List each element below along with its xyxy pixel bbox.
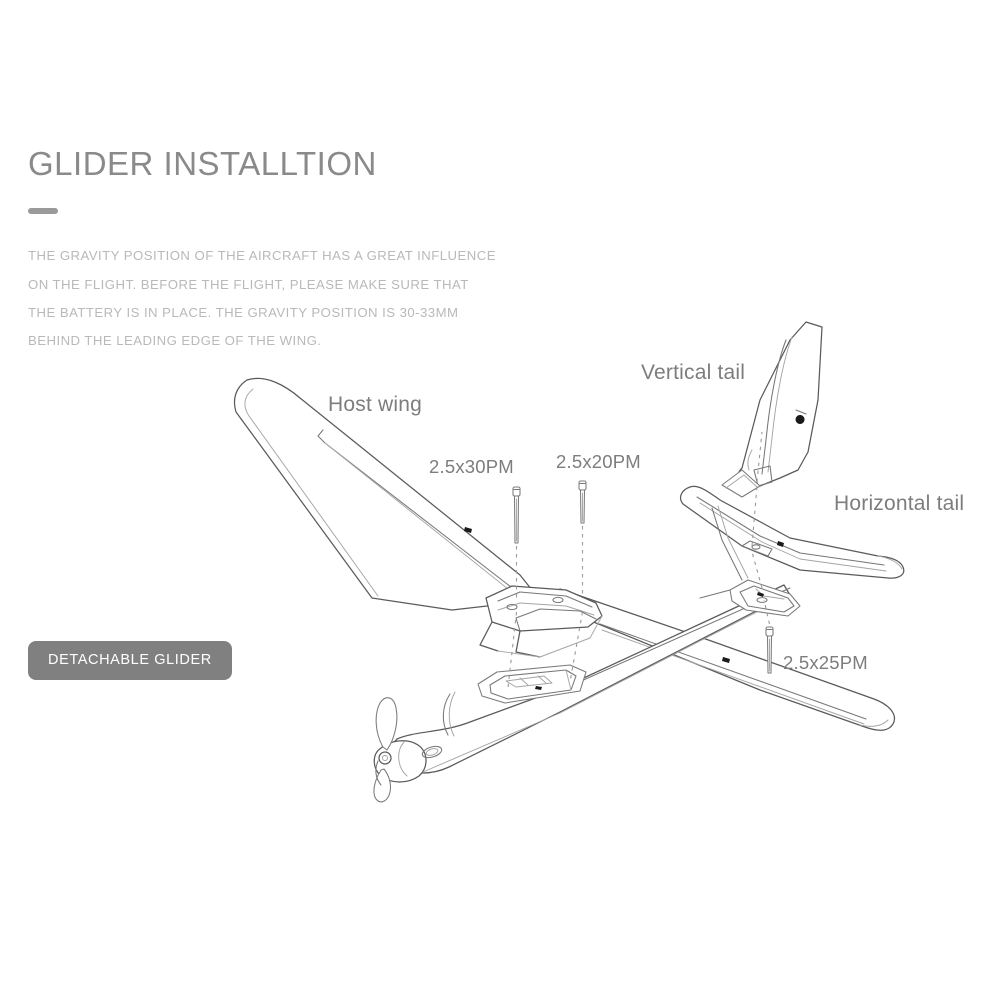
label-screw-2-5x25: 2.5x25PM [783,652,868,673]
propeller-icon [373,697,398,803]
description-line: ON THE FLIGHT. BEFORE THE FLIGHT, PLEASE… [28,276,469,292]
description-paragraph: THE GRAVITY POSITION OF THE AIRCRAFT HAS… [28,242,588,356]
fuselage-part [373,584,791,783]
dashed-assembly-line-icon [507,431,771,689]
title-divider [28,208,58,215]
screw-icon-2-5x20 [578,480,587,524]
screw-icon-2-5x25 [765,626,774,674]
label-host-wing: Host wing [328,393,423,416]
horizontal-tail-part [680,485,905,579]
tail-mount-bracket [699,505,801,617]
label-screw-2-5x20: 2.5x20PM [556,451,641,472]
vertical-tail-part [721,321,823,498]
header-block: GLIDER INSTALLTION THE GRAVITY POSITION … [28,145,588,356]
description-line: BEHIND THE LEADING EDGE OF THE WING. [28,333,322,349]
battery-hatch [477,664,587,704]
label-screw-2-5x30: 2.5x30PM [429,456,514,477]
page-title: GLIDER INSTALLTION [28,145,377,182]
label-vertical-tail: Vertical tail [641,361,746,384]
host-wing-part [233,377,896,731]
label-horizontal-tail: Horizontal tail [834,492,965,515]
screw-icon-2-5x30 [512,486,521,544]
wing-center-mount [479,585,603,658]
detachable-glider-badge: DETACHABLE GLIDER [28,641,232,680]
description-line: THE GRAVITY POSITION OF THE AIRCRAFT HAS… [28,248,496,264]
description-line: THE BATTERY IS IN PLACE. THE GRAVITY POS… [28,305,459,321]
